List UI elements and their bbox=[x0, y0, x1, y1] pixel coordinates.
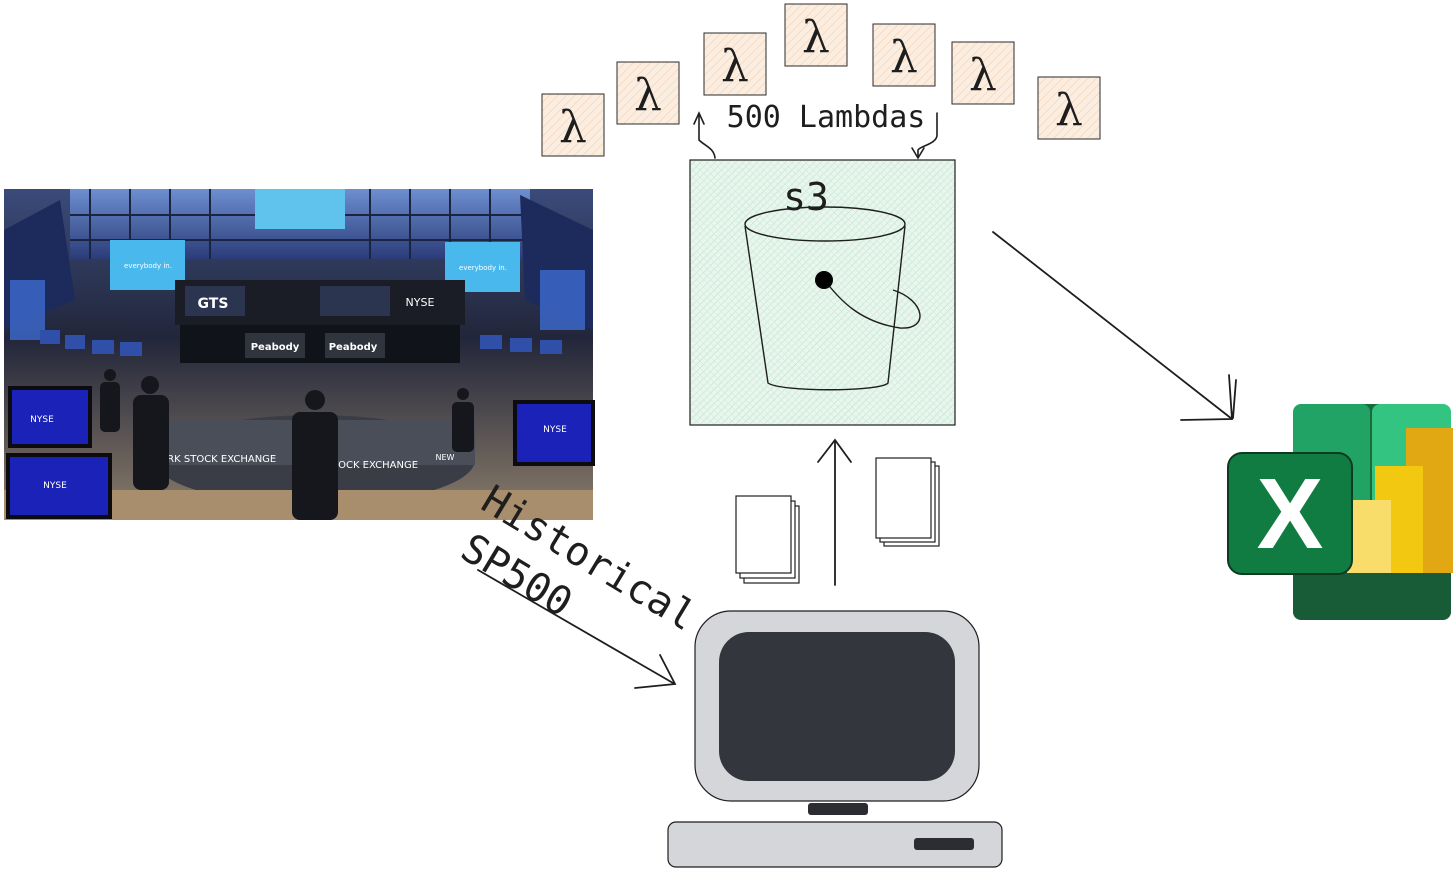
photo-sign: everybody in. bbox=[459, 264, 507, 272]
aws-lambda-icon: λ bbox=[617, 62, 679, 124]
photo-sign: GTS bbox=[198, 296, 229, 312]
svg-text:λ: λ bbox=[1055, 85, 1083, 136]
excel-letter: X bbox=[1257, 458, 1324, 570]
svg-text:λ: λ bbox=[802, 12, 830, 63]
photo-sign: NEW bbox=[436, 453, 455, 462]
photo-sign: everybody in. bbox=[124, 262, 172, 270]
aws-lambda-icon: λ bbox=[952, 42, 1014, 104]
photo-sign: NYSE bbox=[543, 425, 567, 435]
aws-lambda-icon: λ bbox=[1038, 77, 1100, 139]
document-stack-icon bbox=[736, 496, 799, 583]
excel-icon: X bbox=[1228, 404, 1453, 620]
photo-sign: Peabody bbox=[329, 342, 378, 353]
photo-sign: YORK STOCK EXCHANGE bbox=[153, 454, 277, 465]
s3-bucket-box: s3 bbox=[690, 160, 955, 425]
stock-exchange-photo: everybody in. everybody in. GTS NYSE Pea… bbox=[4, 189, 593, 520]
svg-text:λ: λ bbox=[890, 32, 918, 83]
s3-label: s3 bbox=[783, 175, 829, 219]
arrow-head bbox=[635, 655, 675, 688]
arrow-s3-to-excel bbox=[993, 232, 1232, 419]
lambdas-label: 500 Lambdas bbox=[727, 100, 926, 135]
photo-sign: Peabody bbox=[251, 342, 300, 353]
photo-sign: NYSE bbox=[406, 296, 435, 309]
arrow-head-stroke bbox=[1233, 380, 1236, 418]
aws-lambda-icon: λ bbox=[785, 4, 847, 66]
aws-lambda-icon: λ bbox=[704, 33, 766, 95]
aws-lambda-icon: λ bbox=[542, 94, 604, 156]
arrow-s3-to-lambdas bbox=[699, 115, 715, 158]
svg-text:λ: λ bbox=[559, 102, 587, 153]
svg-text:λ: λ bbox=[969, 50, 997, 101]
svg-text:λ: λ bbox=[634, 70, 662, 121]
document-stack-icon bbox=[876, 458, 939, 546]
desktop-computer-icon bbox=[668, 611, 1002, 867]
photo-sign: TOCK EXCHANGE bbox=[331, 460, 418, 471]
svg-text:λ: λ bbox=[721, 41, 749, 92]
photo-sign: NYSE bbox=[30, 415, 54, 425]
aws-lambda-icon: λ bbox=[873, 24, 935, 86]
photo-sign: NYSE bbox=[43, 481, 67, 491]
